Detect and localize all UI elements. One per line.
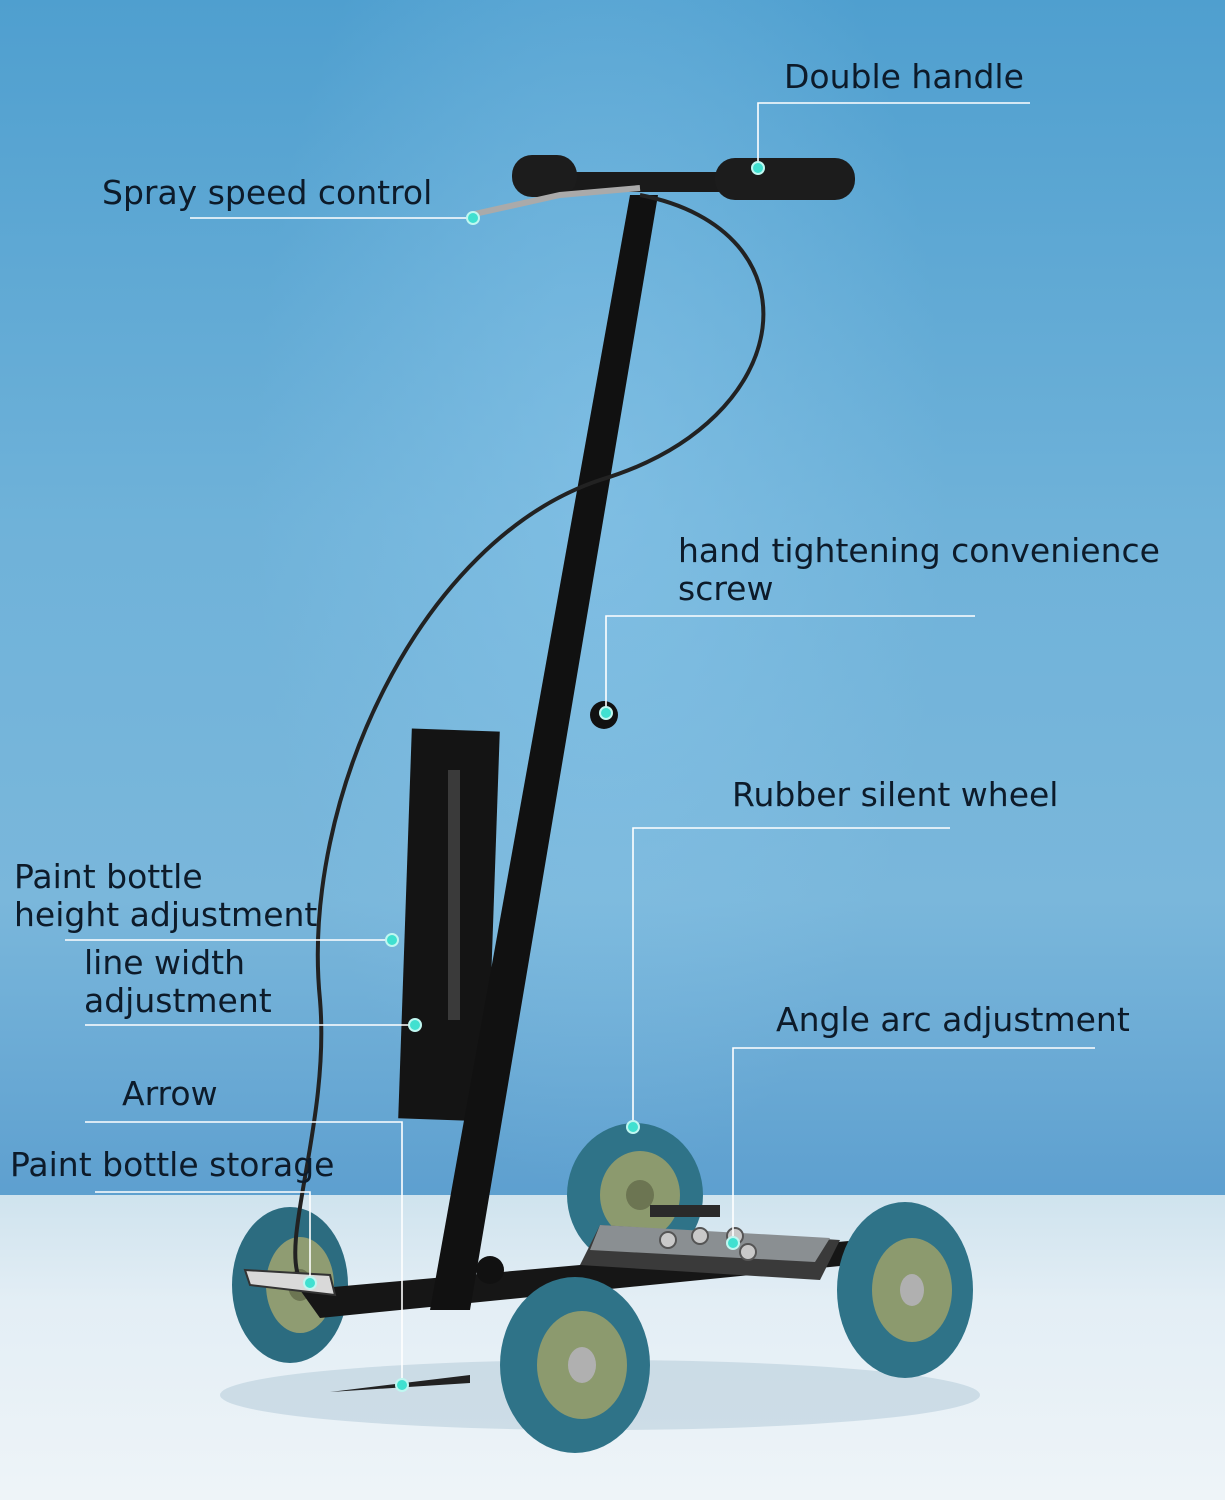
- label-double-handle: Double handle: [784, 57, 1024, 96]
- leader-angle-arc: [732, 1047, 1095, 1243]
- label-spray-speed-control: Spray speed control: [102, 173, 433, 212]
- dot-paint-height: [385, 933, 399, 947]
- label-angle-arc-adjustment: Angle arc adjustment: [776, 1000, 1130, 1039]
- label-arrow: Arrow: [122, 1074, 218, 1113]
- label-line-width-line1: line width: [84, 943, 246, 982]
- dot-angle-arc: [726, 1236, 740, 1250]
- dot-double-handle: [751, 161, 765, 175]
- control-cable: [293, 193, 766, 1281]
- dot-paint-storage: [303, 1276, 317, 1290]
- leader-arrow: [85, 1121, 403, 1385]
- label-paint-bottle-storage: Paint bottle storage: [10, 1145, 335, 1184]
- main-tube: [430, 195, 658, 1310]
- handlebar: [469, 155, 855, 218]
- label-line-width-line2: adjustment: [84, 981, 272, 1020]
- dot-arrow: [395, 1378, 409, 1392]
- label-paint-height-line2: height adjustment: [14, 895, 318, 934]
- dot-hand-tightening: [599, 706, 613, 720]
- label-hand-tightening-line2: screw: [678, 569, 774, 608]
- height-slot: [448, 770, 460, 1020]
- label-paint-height-line1: Paint bottle: [14, 857, 203, 896]
- front-right-wheel: [837, 1202, 973, 1378]
- base-knob: [476, 1256, 504, 1284]
- leader-dots: [303, 161, 765, 1392]
- leader-double-handle: [757, 102, 1030, 168]
- label-rubber-silent-wheel: Rubber silent wheel: [732, 775, 1059, 814]
- leader-hand-tightening: [605, 615, 975, 713]
- leader-paint-storage: [95, 1191, 311, 1283]
- dot-line-width: [408, 1018, 422, 1032]
- label-hand-tightening-line1: hand tightening convenience: [678, 531, 1160, 570]
- dot-spray-speed: [466, 211, 480, 225]
- leader-lines: [65, 102, 1095, 1385]
- leader-rubber-wheel: [632, 827, 950, 1127]
- dot-rubber-wheel: [626, 1120, 640, 1134]
- front-left-wheel: [500, 1277, 650, 1453]
